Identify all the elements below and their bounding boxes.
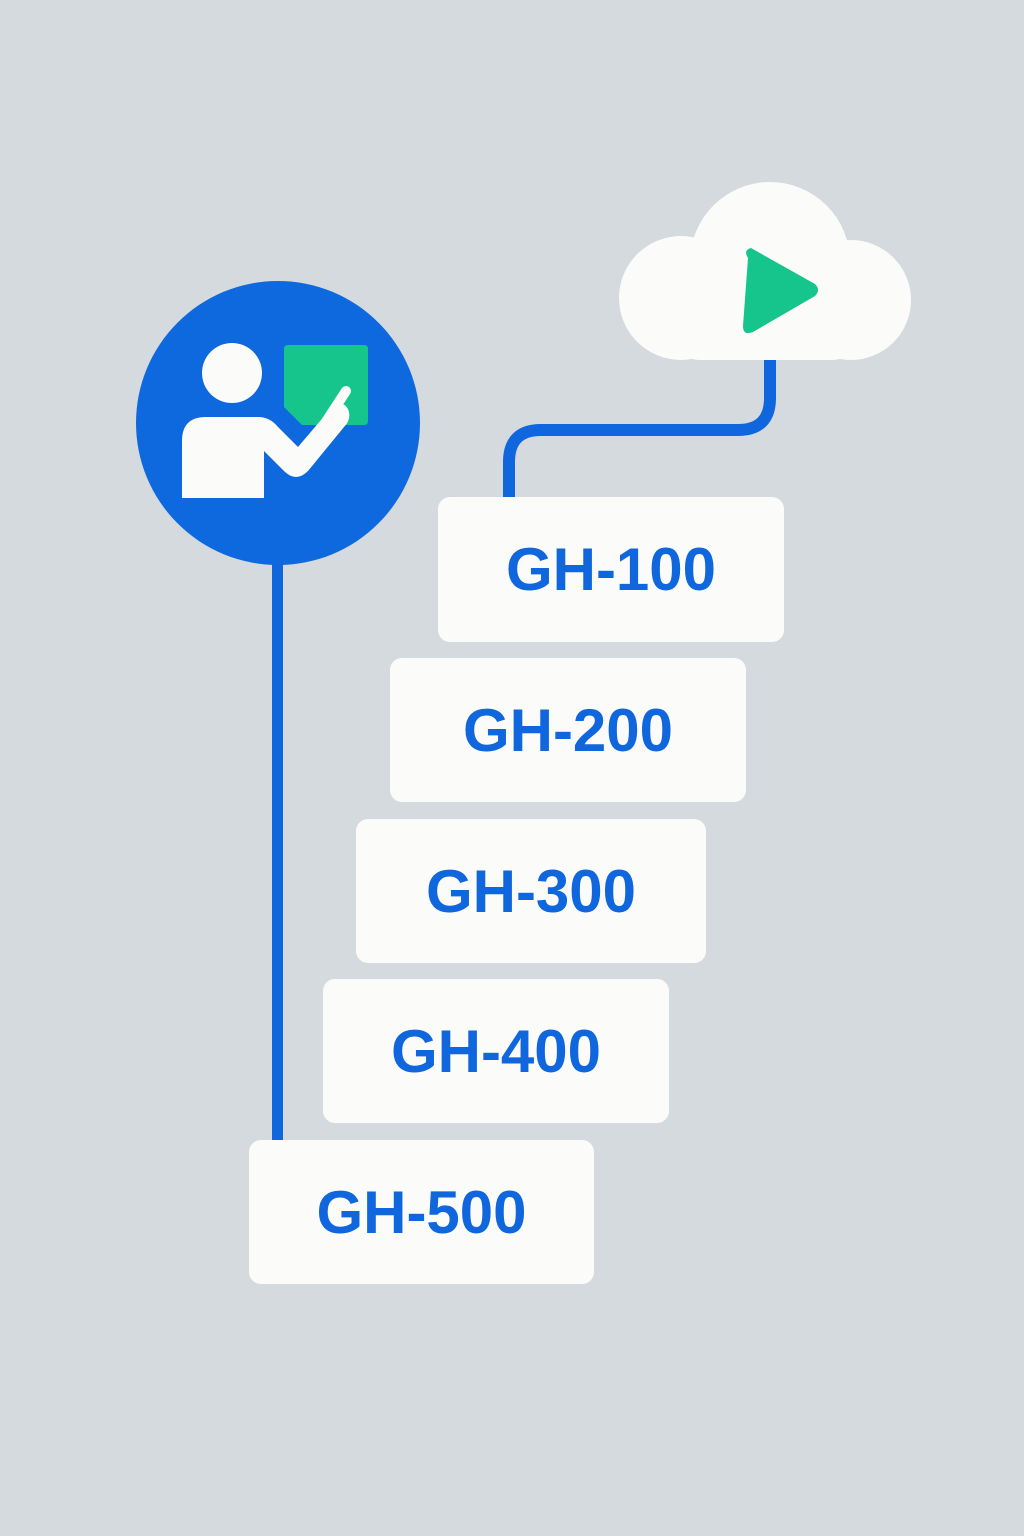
step-label: GH-400 [390, 1017, 602, 1085]
step-label: GH-500 [316, 1178, 527, 1246]
presenter-icon [136, 281, 420, 565]
step-label: GH-200 [462, 696, 674, 764]
step-card-gh-200[interactable]: GH-200 [390, 658, 746, 802]
step-label: GH-100 [505, 536, 717, 603]
step-card-gh-400[interactable]: GH-400 [323, 979, 669, 1123]
step-card-gh-100[interactable]: GH-100 [438, 497, 784, 642]
step-card-gh-500[interactable]: GH-500 [249, 1140, 594, 1284]
step-card-gh-300[interactable]: GH-300 [356, 819, 706, 963]
cloud-play-icon [619, 182, 911, 360]
cloud-connector-line [503, 355, 776, 497]
presenter-node [136, 281, 420, 565]
cloud-node [619, 180, 911, 362]
step-label: GH-300 [425, 857, 637, 925]
presenter-connector-line [272, 555, 283, 1145]
